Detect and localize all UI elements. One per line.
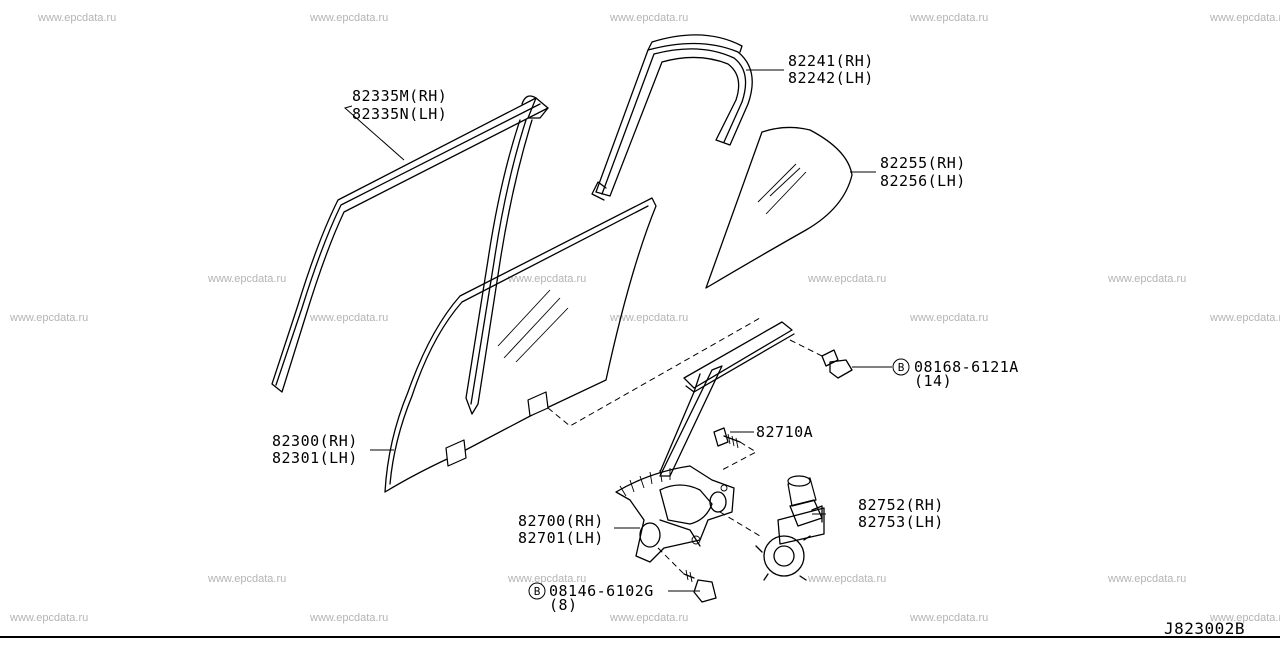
watermark: www.epcdata.ru [1107,273,1186,285]
callout-bolt-08146[interactable]: B 08146-6102G (8) [528,582,654,614]
callout-motor[interactable]: 82752(RH) 82753(LH) [858,496,944,531]
bolt-part-number: 08146-6102G [549,582,654,600]
diagram-id: J823002B [1164,619,1245,638]
watermark: www.epcdata.ru [1107,573,1186,585]
watermark: www.epcdata.ru [207,573,286,585]
bolt-quantity: (14) [914,372,952,390]
bolt-quantity: (8) [549,596,578,614]
watermark-layer: www.epcdata.ru www.epcdata.ru www.epcdat… [9,12,1280,624]
screw-part-number: 82710A [756,423,813,441]
sash-part-number-rh: 82335M(RH) [352,87,447,105]
callout-rear-sash[interactable]: 82335M(RH) 82335N(LH) [352,87,447,123]
bolt-08146-6102G-drawing [683,569,717,603]
rear-sash-drawing [271,95,549,415]
watermark: www.epcdata.ru [9,612,88,624]
watermark: www.epcdata.ru [1209,312,1280,324]
watermark: www.epcdata.ru [609,612,688,624]
watermark: www.epcdata.ru [909,612,988,624]
callout-door-glass[interactable]: 82300(RH) 82301(LH) [272,432,358,467]
regulator-part-number-rh: 82700(RH) [518,512,604,530]
callout-bolt-08168[interactable]: B 08168-6121A (14) [892,358,1019,390]
watermark: www.epcdata.ru [309,312,388,324]
motor-part-number-lh: 82753(LH) [858,513,944,531]
callout-screw-82710A[interactable]: 82710A [756,423,813,441]
callout-run-channel[interactable]: 82241(RH) 82242(LH) [788,52,874,87]
watermark: www.epcdata.ru [1209,12,1280,24]
door-glass-drawing [384,197,657,493]
regulator-part-number-lh: 82701(LH) [518,529,604,547]
assembly-dashed-lines [547,317,823,575]
watermark: www.epcdata.ru [9,312,88,324]
run-channel-drawing [591,34,753,201]
run-channel-part-number-rh: 82241(RH) [788,52,874,70]
watermark: www.epcdata.ru [909,312,988,324]
door-glass-part-number-rh: 82300(RH) [272,432,358,450]
bolt-part-number: 08168-6121A [914,358,1019,376]
partition-glass-part-number-lh: 82256(LH) [880,172,966,190]
motor-drawing [755,475,825,581]
watermark: www.epcdata.ru [309,12,388,24]
callout-partition-glass[interactable]: 82255(RH) 82256(LH) [880,154,966,190]
bolt-08168-6121A-drawing [821,349,853,379]
callout-regulator[interactable]: 82700(RH) 82701(LH) [518,512,604,547]
sash-part-number-lh: 82335N(LH) [352,105,447,123]
run-channel-part-number-lh: 82242(LH) [788,69,874,87]
watermark: www.epcdata.ru [909,12,988,24]
bolt-marker-circle [892,358,910,376]
watermark: www.epcdata.ru [1209,612,1280,624]
watermark: www.epcdata.ru [807,273,886,285]
motor-part-number-rh: 82752(RH) [858,496,944,514]
watermark: www.epcdata.ru [807,573,886,585]
watermark: www.epcdata.ru [207,273,286,285]
watermark: www.epcdata.ru [507,273,586,285]
watermark: www.epcdata.ru [37,12,116,24]
watermark: www.epcdata.ru [309,612,388,624]
bolt-marker-letter: B [534,585,541,598]
partition-glass-drawing [705,126,853,289]
leader-lines [343,69,892,592]
partition-glass-part-number-rh: 82255(RH) [880,154,966,172]
regulator-drawing [615,321,795,563]
watermark: www.epcdata.ru [609,12,688,24]
bolt-marker-letter: B [898,361,905,374]
door-glass-part-number-lh: 82301(LH) [272,449,358,467]
watermark: www.epcdata.ru [507,573,586,585]
bolt-marker-circle [528,582,546,600]
screw-82710A-drawing [713,427,741,449]
watermark: www.epcdata.ru [609,312,688,324]
